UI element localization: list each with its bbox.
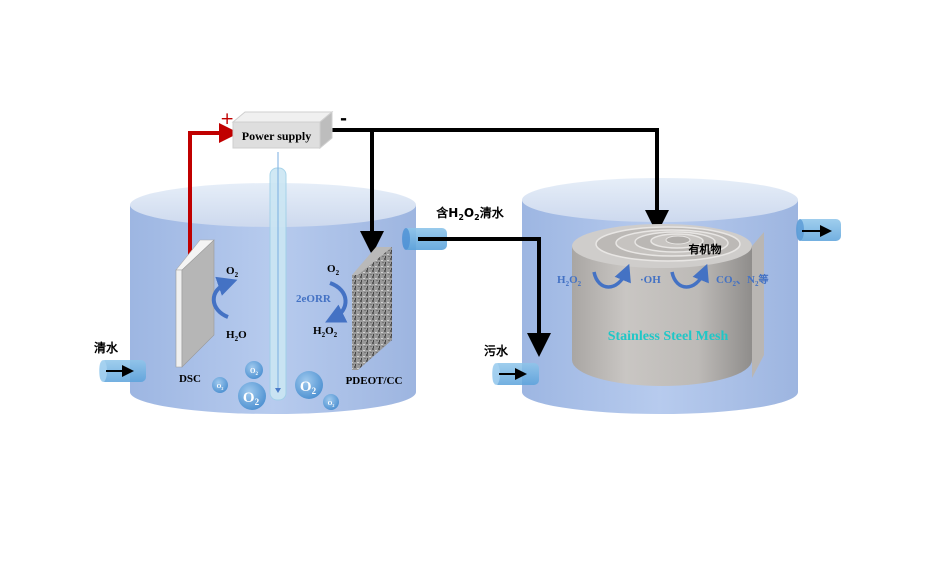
aeration-tube bbox=[269, 152, 287, 401]
clean-water-label: 清水 bbox=[94, 340, 119, 355]
2eorr-label: 2eORR bbox=[296, 293, 332, 305]
dsc-label: DSC bbox=[179, 373, 201, 385]
power-supply: Power supply bbox=[231, 110, 334, 150]
pdeot-cc-label: PDEOT/CC bbox=[346, 375, 403, 387]
negative-wire-mesh bbox=[372, 128, 669, 234]
organics-label: 有机物 bbox=[689, 242, 722, 256]
reaction-arrow-2 bbox=[670, 263, 709, 289]
anode-reaction-arrow bbox=[211, 276, 238, 319]
reaction-products: CO2、N2等 bbox=[716, 273, 768, 288]
h2o2-water-label: 含H2O2清水 bbox=[436, 205, 504, 222]
reaction-arrow-1 bbox=[592, 263, 631, 289]
dsc-anode bbox=[175, 239, 215, 368]
bubble: O2 bbox=[295, 371, 323, 399]
reaction-h2o2: H2O2 bbox=[557, 274, 582, 288]
transfer-flow-line bbox=[418, 237, 551, 357]
wastewater-label: 污水 bbox=[484, 343, 509, 358]
positive-terminal-sign: + bbox=[220, 109, 234, 129]
right-tank-surface bbox=[522, 178, 798, 222]
anode-reactant-h2o: H2O bbox=[226, 329, 247, 343]
svg-text:O2: O2 bbox=[250, 367, 258, 377]
wastewater-inlet-pipe bbox=[492, 363, 539, 385]
cathode-product-h2o2: H2O2 bbox=[313, 325, 338, 339]
bubble: O2 bbox=[245, 361, 263, 379]
pdeot-cc-cathode bbox=[352, 247, 392, 370]
clean-water-inlet-pipe bbox=[99, 360, 146, 382]
svg-text:O2: O2 bbox=[217, 384, 224, 391]
reaction-hydroxyl-radical: ·OH bbox=[640, 274, 661, 286]
svg-text:O2: O2 bbox=[328, 401, 335, 408]
outlet-pipe bbox=[796, 219, 841, 241]
bubble: O2 bbox=[238, 382, 266, 410]
positive-wire bbox=[188, 123, 239, 255]
anode-product-o2: O2 bbox=[226, 265, 239, 279]
negative-terminal-sign: - bbox=[340, 109, 347, 129]
mesh-label: Stainless Steel Mesh bbox=[608, 329, 729, 344]
bubble: O2 bbox=[323, 394, 339, 410]
power-supply-label: Power supply bbox=[242, 129, 311, 143]
cathode-reaction-arrow bbox=[325, 281, 348, 323]
cathode-reactant-o2: O2 bbox=[327, 263, 340, 277]
bubble: O2 bbox=[212, 377, 228, 393]
oxygen-bubbles: O2 O2 O2 O2 O2 bbox=[212, 361, 339, 410]
stainless-steel-mesh bbox=[572, 224, 764, 386]
